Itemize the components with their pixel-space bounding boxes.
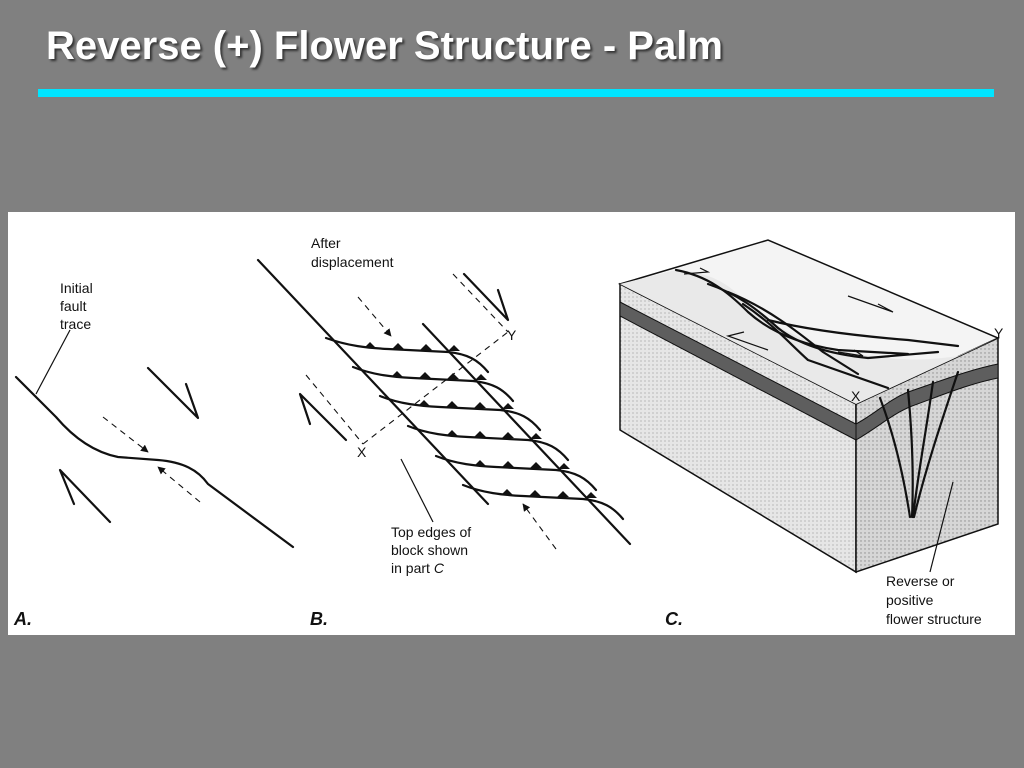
compression-arrow-top-b: [357, 296, 392, 337]
panel-a-letter: A.: [13, 609, 32, 629]
figure-svg: Initial fault trace A.: [13, 235, 1004, 629]
flower-structure-figure: Initial fault trace A.: [8, 212, 1015, 635]
section-line-x-guide: [305, 374, 364, 445]
half-arrow-lower-left-b: [298, 392, 348, 442]
half-arrow-lower-left: [58, 468, 112, 524]
panel-b: After displacement X Y Top edges of bloc…: [256, 235, 632, 629]
thrust-teeth: [364, 342, 597, 498]
flower-structure-label: Reverse or positive flower structure: [886, 573, 982, 627]
pop-up-ridge: [620, 270, 998, 404]
title-underline: [38, 89, 994, 97]
slide-title: Reverse (+) Flower Structure - Palm: [46, 24, 723, 68]
top-half-arrow-3: [683, 267, 711, 275]
panel-b-letter: B.: [310, 609, 328, 629]
point-y-b: Y: [507, 327, 517, 343]
flower-faults: [878, 370, 960, 519]
point-y-c: Y: [994, 325, 1004, 341]
section-line-y-guide: [452, 273, 509, 333]
dark-layer-right: [855, 363, 999, 441]
half-arrow-upper-right-b: [462, 272, 510, 322]
fault-trace-leader: [35, 329, 71, 395]
reverse-fault-strands: [324, 336, 625, 521]
panel-c-letter: C.: [665, 609, 683, 629]
after-displacement-label: After displacement: [311, 235, 394, 270]
top-edges-leader: [400, 458, 434, 523]
section-line-xy: [362, 331, 509, 445]
flower-structure-leader: [929, 481, 954, 573]
half-arrow-upper-right: [146, 366, 200, 420]
panel-a: Initial fault trace A.: [13, 280, 295, 629]
compression-arrow-bottom: [157, 466, 201, 503]
compression-arrow-bottom-b: [522, 503, 557, 550]
point-x-b: X: [357, 444, 367, 460]
top-half-arrow-4: [837, 349, 864, 357]
initial-fault-trace-label: Initial fault trace: [60, 280, 97, 332]
point-x-c: X: [851, 388, 861, 404]
top-half-arrow-1: [847, 295, 894, 313]
fault-line-right: [421, 322, 632, 546]
top-half-arrow-2: [725, 331, 769, 351]
top-edges-label: Top edges of block shown in part C: [391, 524, 475, 576]
compression-arrow-top: [102, 416, 149, 453]
fault-line-left: [256, 258, 490, 506]
initial-fault-trace: [14, 375, 295, 549]
top-fault-strands: [674, 268, 960, 390]
panel-c: X Y Reverse or positive flower structure…: [617, 239, 1004, 629]
